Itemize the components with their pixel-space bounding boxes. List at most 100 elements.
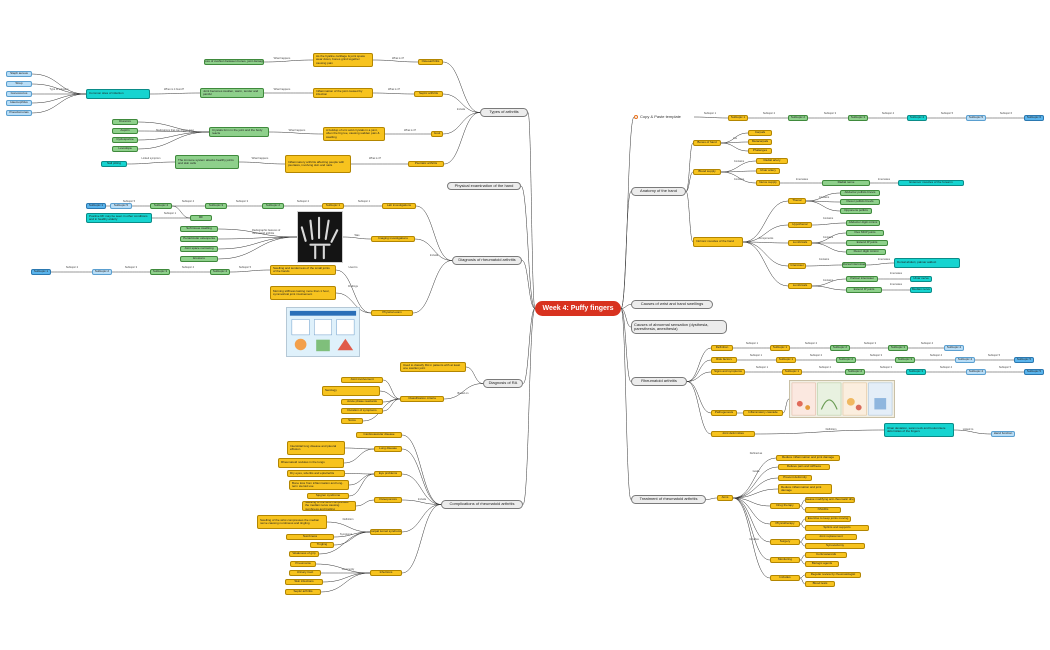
med-item-0[interactable]: Diuretics [112,119,138,125]
node-lumb-nerve[interactable]: Median nerve [910,287,932,293]
tx-surgery-1[interactable]: Synovectomy [805,543,865,549]
node-septic-arthritis[interactable]: Septic arthritis [414,91,443,97]
vessel-item-1[interactable]: Ulnar artery [756,168,780,174]
tx-drug-1[interactable]: NSAIDs [805,507,841,513]
topic-complications[interactable]: Complications of rheumatoid arthritis [441,500,523,509]
node-lung[interactable]: Lung disease [374,446,402,452]
node-gout-result[interactable]: Crystals form in the joint and the body … [209,127,269,137]
ra-risk-chain-4[interactable]: Subtopic 5 [1014,357,1034,363]
node-muscles[interactable]: Intrinsic muscles of the hand [693,237,743,247]
node-ra-risk[interactable]: Risk factors [711,357,737,363]
vessel-item-0[interactable]: Radial artery [756,158,788,164]
topic-copy-template[interactable]: Copy & Paste template [634,113,694,121]
site-item-4[interactable]: Pseudomonas [6,110,32,116]
site-item-1[interactable]: Strep [6,81,32,87]
node-nerves[interactable]: Nerve supply [756,180,780,186]
node-pa-symptom[interactable]: Nail pitting [101,161,127,167]
node-tx-aims[interactable]: Aims [717,495,733,501]
node-physical-exam-note[interactable]: Swelling and tenderness of the small joi… [270,265,336,275]
lumb-extra-item[interactable]: Extend IP joints [846,287,882,293]
node-lab-sub4[interactable]: Subtopic 4 [150,203,172,209]
node-ra-path[interactable]: Pathogenesis [711,410,737,416]
node-eye-note[interactable]: Dry eyes, scleritis and episcleritis [287,470,345,477]
topic-causes-swellings[interactable]: Causes of wrist and hand swellings [631,300,713,309]
node-pe-sub4[interactable]: Subtopic 4 [210,269,230,275]
node-septic-result[interactable]: Joint becomes swollen, warm, tender and … [200,88,264,98]
node-lab-sub5[interactable]: Subtopic 5 [110,203,132,209]
node-interossei[interactable]: Interossei [788,263,806,269]
node-findings-note[interactable]: Morning stiffness lasting more than 1 ho… [270,286,336,300]
node-ra-sx[interactable]: Signs and symptoms [711,369,745,375]
topic-rheumatoid-arthritis[interactable]: Rheumatoid arthritis [631,377,687,386]
node-inf-1[interactable]: Urinary tract [289,570,321,576]
node-inf-0[interactable]: Pneumonia [290,561,316,567]
topic-treatment[interactable]: Treatment of rheumatoid arthritis [631,495,706,504]
ra-risk-chain-1[interactable]: Subtopic 2 [836,357,856,363]
xray-feat-1[interactable]: Periarticular osteopenia [180,236,218,242]
site-item-0[interactable]: Staph aureus [6,71,32,77]
criteria-item-0[interactable]: Joint involvement [341,377,383,383]
topic-types-of-arthritis[interactable]: Types of arthritis [480,108,528,117]
copy-node-5[interactable]: Subtopic 5 [966,115,986,121]
node-ra-deform-end[interactable]: Hand function [991,431,1015,437]
copy-node-2[interactable]: Subtopic 2 [788,115,808,121]
node-eye-2[interactable]: Sjogren syndrome [307,493,349,499]
node-lung-1[interactable]: Interstitial lung disease and pleural ef… [287,441,345,455]
tx-includes-0[interactable]: Regular review by rheumatologist [805,572,861,578]
node-oa-result[interactable]: Loss of cushion between bones, joint dam… [204,59,264,65]
med-item-1[interactable]: Aspirin [112,128,138,134]
topic-causes-abnormal[interactable]: Causes of abnormal sensation (dysthesia,… [631,320,727,334]
node-criteria-note[interactable]: Used to classify RA in patients with at … [400,362,466,372]
ra-sx-chain-3[interactable]: Subtopic 4 [966,369,986,375]
ra-sx-chain-4[interactable]: Subtopic 5 [1024,369,1044,375]
node-ra-path-label[interactable]: Inflammatory cascade [743,410,783,416]
criteria-item-1[interactable]: Serology [322,386,380,396]
med-item-3[interactable]: Levodopa [112,146,138,152]
node-bone-note[interactable]: Bone loss from inflammation and long-ter… [289,480,349,490]
xray-feat-2[interactable]: Joint space narrowing [180,246,218,252]
node-lab-acpa[interactable]: Subtopic 2 [262,203,284,209]
tx-goal-3[interactable]: Reduce inflammation and joint damage [778,484,832,494]
node-carpal-note[interactable]: Swelling of the wrist compresses the med… [257,515,327,529]
lumb-item-1[interactable]: Extend IP joints [846,240,888,246]
inter-item-1[interactable]: Palmar interossei [846,276,878,282]
criteria-item-4[interactable]: Score [341,418,363,424]
node-lung-2[interactable]: Rheumatoid nodules in the lungs [278,458,344,468]
xray-feat-3[interactable]: Erosions [180,256,218,262]
node-hypothenar[interactable]: Hypothenar [788,222,812,228]
bone-item-0[interactable]: Carpals [748,130,772,136]
tx-goal-2[interactable]: Prevent deformity [778,475,812,481]
node-vessels[interactable]: Blood supply [693,169,721,175]
ra-risk-chain-3[interactable]: Subtopic 4 [955,357,975,363]
node-pa-result[interactable]: The immune system attacks healthy joints… [175,155,239,169]
tx-drug-0[interactable]: Disease modifying anti-rheumatic drugs [805,497,855,503]
node-pe-sub1[interactable]: Subtopic 1 [31,269,51,275]
node-ra-def[interactable]: Definition [711,345,733,351]
node-tx-monitor[interactable]: Monitoring [770,557,800,563]
central-topic[interactable]: Week 4: Puffy fingers [535,301,621,316]
node-gout[interactable]: Gout [431,131,443,137]
ra-def-chain-2[interactable]: Subtopic 3 [888,345,908,351]
tx-monitor-0[interactable]: Corticosteroids [805,552,847,558]
ra-def-chain-3[interactable]: Subtopic 4 [944,345,964,351]
node-inter-note[interactable]: Dorsal abduct, palmar adduct [894,258,960,268]
thenar-item-2[interactable]: Opponens pollicis [840,208,872,214]
node-septic-desc[interactable]: Inflammation of the joint caused by infe… [313,88,373,98]
node-sx-2[interactable]: Weakness of grip [289,551,319,557]
node-thenar[interactable]: Thenar [788,198,806,204]
ra-sx-chain-0[interactable]: Subtopic 1 [782,369,802,375]
node-sites-main[interactable]: Common sites of infection [86,89,150,99]
node-rf[interactable]: RF [190,215,212,221]
node-oa-desc[interactable]: As the hyaline cartilage & joint space w… [313,53,373,67]
ra-def-chain-1[interactable]: Subtopic 2 [830,345,850,351]
node-carpal-2[interactable]: Swelling of the wrist compresses the med… [302,501,356,511]
tx-includes-1[interactable]: Blood tests [805,581,835,587]
thenar-item-0[interactable]: Abductor pollicis brevis [840,190,880,196]
med-item-2[interactable]: Cyclosporine [112,137,138,143]
node-ra-deform-note[interactable]: Ulnar deviation, swan neck and boutonnie… [884,423,954,437]
node-eye[interactable]: Eye problems [374,471,402,477]
node-tx-drugs[interactable]: Drug therapy [770,503,800,509]
xray-feat-0[interactable]: Soft tissue swelling [180,226,218,232]
node-imaging[interactable]: Imaging investigations [371,236,415,242]
node-lumbricals[interactable]: Lumbricals [788,240,812,246]
